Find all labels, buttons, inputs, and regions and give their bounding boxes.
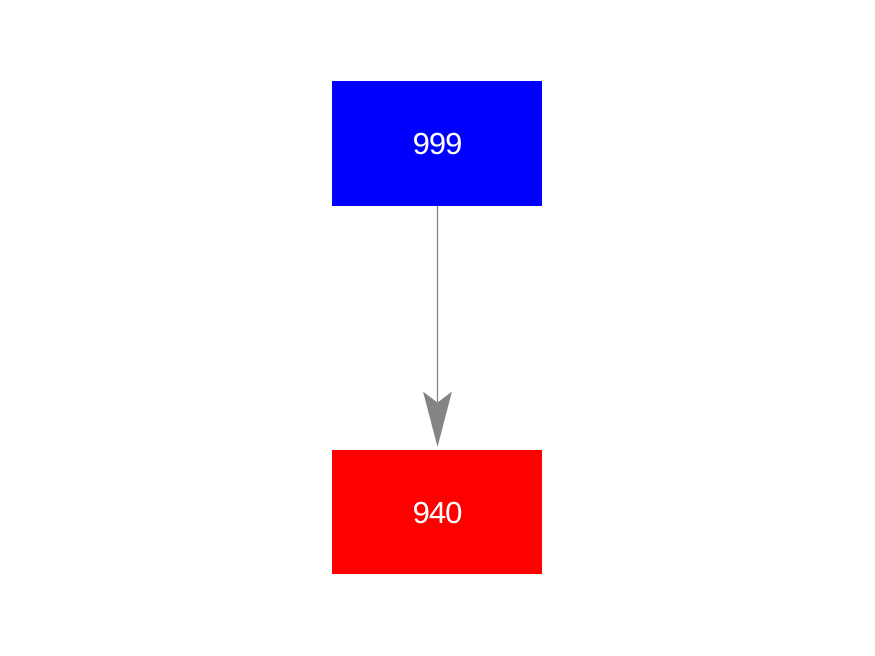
node-940-label: 940 [412,494,463,530]
arrowhead-icon [423,391,452,447]
node-940[interactable]: 940 [332,450,542,574]
node-999-label: 999 [412,126,463,161]
node-999[interactable]: 999 [332,81,542,206]
